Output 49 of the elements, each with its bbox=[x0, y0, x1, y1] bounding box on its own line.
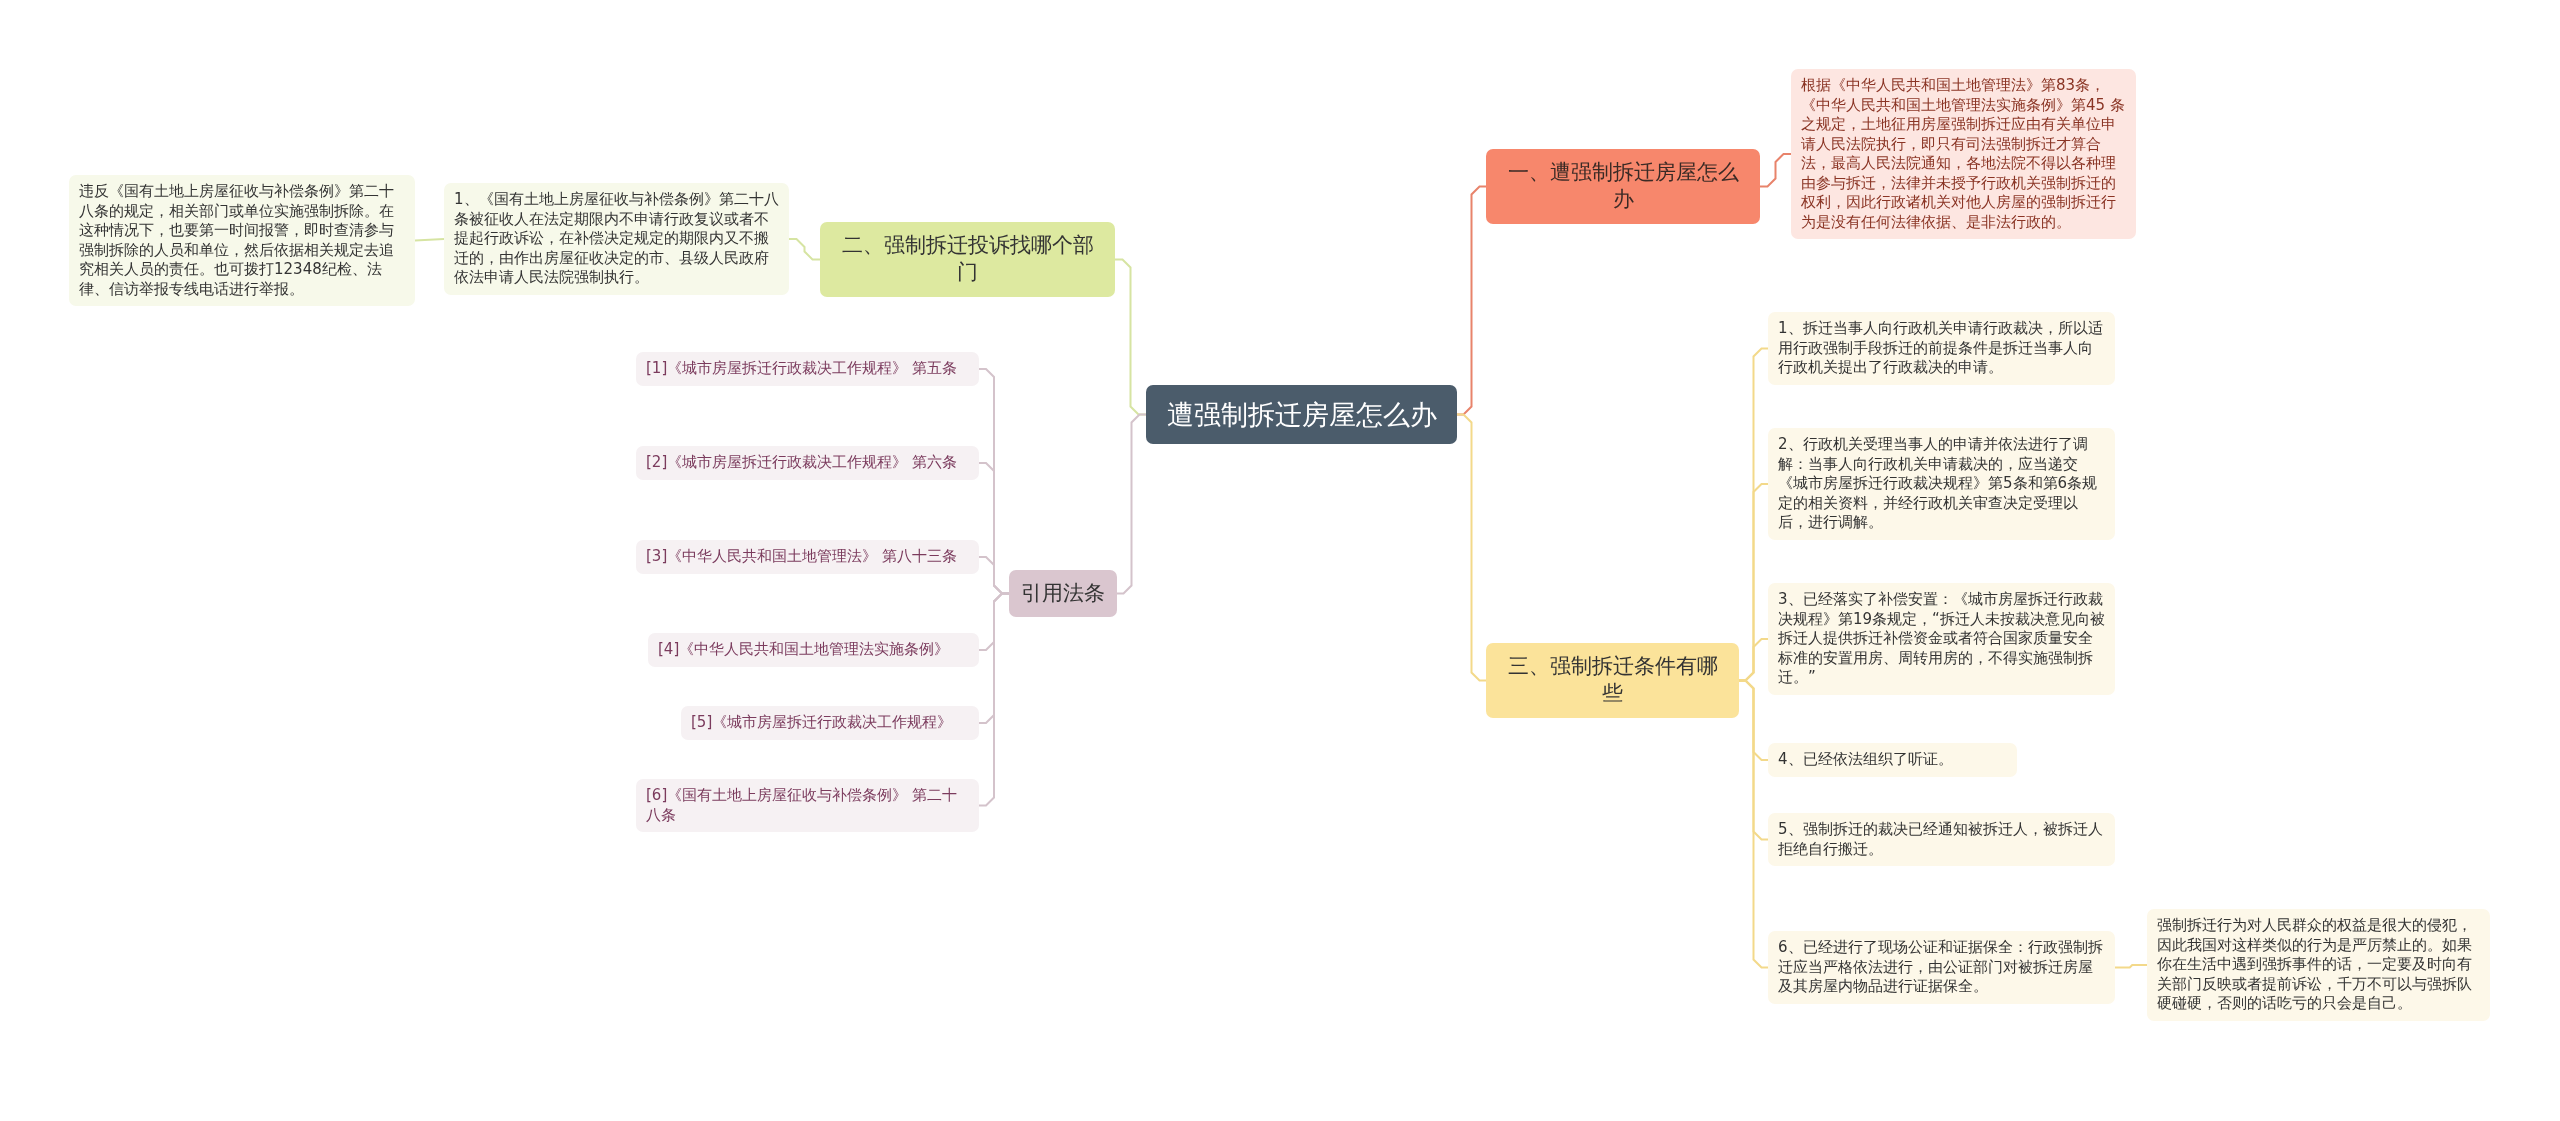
connector-line bbox=[414, 238, 445, 242]
note-text: 1、《国有土地上房屋征收与补偿条例》第二十八条被征收人在法定期限内不申请行政复议或者不提起行政诉讼，在补偿决定规定的期限内又不搬迁的，由作出房屋征收决定的市、县级人民政府依法申请人民法院强制执行。 bbox=[454, 190, 779, 288]
note-text: 违反《国有土地上房屋征收与补偿条例》第二十八条的规定，相关部门或单位实施强制拆除。在这种情况下，也要第一时间报警，即时查清参与强制拆除的人员和单位，然后依据相关规定去追究相关人员的责任。也可拨打12348纪检、法律、信访举报专线电话进行举报。 bbox=[79, 182, 395, 299]
topic-box bbox=[1486, 643, 1739, 718]
note-text: [2]《城市房屋拆迁行政裁决工作规程》 第六条 bbox=[646, 453, 958, 473]
note-text: 6、已经进行了现场公证和证据保全：行政强制拆迁应当严格依法进行，由公证部门对被拆迁房屋及其房屋内物品进行证据保全。 bbox=[1778, 938, 2104, 997]
note-text: [6]《国有土地上房屋征收与补偿条例》 第二十八条 bbox=[646, 786, 958, 825]
topic-title: 三、强制拆迁条件有哪些 bbox=[1506, 653, 1719, 708]
note-box bbox=[69, 175, 415, 306]
topic-title: 二、强制拆迁投诉找哪个部门 bbox=[840, 232, 1095, 287]
note-text: [3]《中华人民共和国土地管理法》 第八十三条 bbox=[646, 547, 958, 567]
note-box bbox=[1768, 583, 2115, 695]
connector-line bbox=[1456, 413, 1487, 682]
note-text: [4]《中华人民共和国土地管理法实施条例》 bbox=[658, 640, 951, 660]
topic-title: 一、遭强制拆迁房屋怎么办 bbox=[1506, 159, 1740, 214]
connector-line bbox=[1759, 153, 1792, 188]
topic-box bbox=[820, 222, 1115, 297]
note-text: 3、已经落实了补偿安置：《城市房屋拆迁行政裁决规程》第19条规定，“拆迁人未按裁决意见向被拆迁人提供拆迁补偿资金或者符合国家质量安全标准的安置用房、周转用房的，不得实施强制拆迁。” bbox=[1778, 590, 2105, 688]
note-text: [1]《城市房屋拆迁行政裁决工作规程》 第五条 bbox=[646, 359, 958, 379]
connector-line bbox=[1738, 679, 1769, 969]
citation-box bbox=[681, 706, 979, 740]
note-box bbox=[1768, 931, 2115, 1004]
topic-box bbox=[1009, 570, 1117, 618]
note-box bbox=[1768, 813, 2115, 866]
note-text: 2、行政机关受理当事人的申请并依法进行了调解：当事人向行政机关申请裁决的，应当递交《城市房屋拆迁行政裁决规程》第5条和第6条规定的相关资料，并经行政机关审查决定受理以后，进行调解。 bbox=[1778, 435, 2099, 533]
note-text: 强制拆迁行为对人民群众的权益是很大的侵犯，因此我国对这样类似的行为是严厉禁止的。如果你在生活中遇到强拆事件的话，一定要及时向有关部门反映或者提前诉讼，千万不可以与强拆队硬碰硬，否则的话吃亏的只会是自己。 bbox=[2157, 916, 2473, 1014]
topic-box bbox=[1486, 149, 1760, 224]
citation-box bbox=[636, 446, 979, 480]
connector-line bbox=[788, 238, 821, 261]
note-text: [5]《城市房屋拆迁行政裁决工作规程》 bbox=[691, 713, 954, 733]
note-box bbox=[1768, 312, 2115, 385]
note-box bbox=[1768, 428, 2115, 540]
note-text: 根据《中华人民共和国土地管理法》第83条，《中华人民共和国土地管理法实施条例》第45 条之规定，土地征用房屋强制拆迁应由有关单位申请人民法院执行，即只有司法强制拆迁才算合法，最高人民法院通知，各地法院不得以各种理由参与拆迁，法律并未授予行政机关强制拆迁的权利，因此行政诸机关对他人房屋的强制拆迁行为是没有任何法律依据、是非法行政的。 bbox=[1801, 76, 2126, 232]
central-topic-box bbox=[1146, 385, 1457, 445]
citation-box bbox=[648, 633, 979, 667]
note-text: 1、拆迁当事人向行政机关申请行政裁决，所以适用行政强制手段拆迁的前提条件是拆迁当事人向行政机关提出了行政裁决的申请。 bbox=[1778, 319, 2104, 378]
topic-title: 引用法条 bbox=[1021, 580, 1105, 607]
note-box bbox=[2147, 909, 2490, 1021]
note-text: 4、已经依法组织了听证。 bbox=[1778, 750, 1954, 770]
connector-line bbox=[978, 592, 1010, 807]
note-box bbox=[444, 183, 789, 295]
note-box bbox=[1768, 743, 2017, 777]
connector-line bbox=[2114, 964, 2148, 969]
citation-box bbox=[636, 352, 979, 386]
citation-box bbox=[636, 779, 979, 832]
topic-title: 遭强制拆迁房屋怎么办 bbox=[1165, 398, 1438, 432]
citation-box bbox=[636, 540, 979, 574]
note-text: 5、强制拆迁的裁决已经通知被拆迁人，被拆迁人拒绝自行搬迁。 bbox=[1778, 820, 2104, 859]
connector-line bbox=[1116, 413, 1147, 595]
